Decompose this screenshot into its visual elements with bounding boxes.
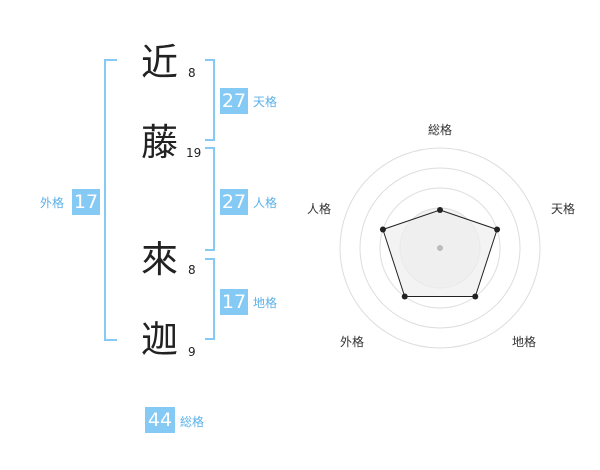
name-char-4: 迦 (141, 318, 178, 361)
stroke-count-4: 9 (188, 345, 196, 359)
radar-point-ten (494, 226, 501, 233)
radar-center-dot (437, 245, 443, 251)
gaikaku-value: 17 (72, 189, 100, 215)
name-char-2: 藤 (141, 121, 178, 164)
radar-point-chi (472, 293, 479, 300)
radar-label-so: 総格 (428, 122, 452, 137)
radar-label-jin: 人格 (307, 201, 331, 216)
chikaku-bracket (205, 258, 215, 340)
tenkaku-value: 27 (220, 88, 248, 114)
sokaku-label: 総格 (180, 415, 205, 429)
name-char-3: 來 (141, 238, 178, 281)
gaikaku-label: 外格 (40, 196, 65, 210)
name-char-1: 近 (141, 41, 178, 84)
radar-grid-ring (339, 147, 541, 349)
chikaku-value: 17 (220, 289, 248, 315)
gaikaku-bracket (104, 59, 117, 341)
radar-grid-ring (379, 187, 501, 309)
radar-label-gai: 外格 (340, 334, 364, 349)
jinkaku-value: 27 (220, 189, 248, 215)
radar-label-chi: 地格 (512, 334, 536, 349)
jinkaku-label: 人格 (253, 196, 278, 210)
tenkaku-label: 天格 (253, 95, 278, 109)
radar-grid-ring (359, 167, 521, 329)
stroke-count-3: 8 (188, 263, 196, 277)
radar-point-jin (379, 226, 386, 233)
sokaku-value: 44 (145, 407, 175, 433)
stroke-count-1: 8 (188, 66, 196, 80)
radar-label-ten: 天格 (551, 201, 575, 216)
chikaku-label: 地格 (253, 296, 278, 310)
tenkaku-bracket (205, 59, 215, 141)
stroke-count-2: 19 (186, 146, 202, 160)
radar-polygon (382, 209, 498, 297)
jinkaku-bracket (205, 147, 215, 251)
radar-point-so (437, 207, 443, 213)
radar-point-gai (401, 293, 408, 300)
